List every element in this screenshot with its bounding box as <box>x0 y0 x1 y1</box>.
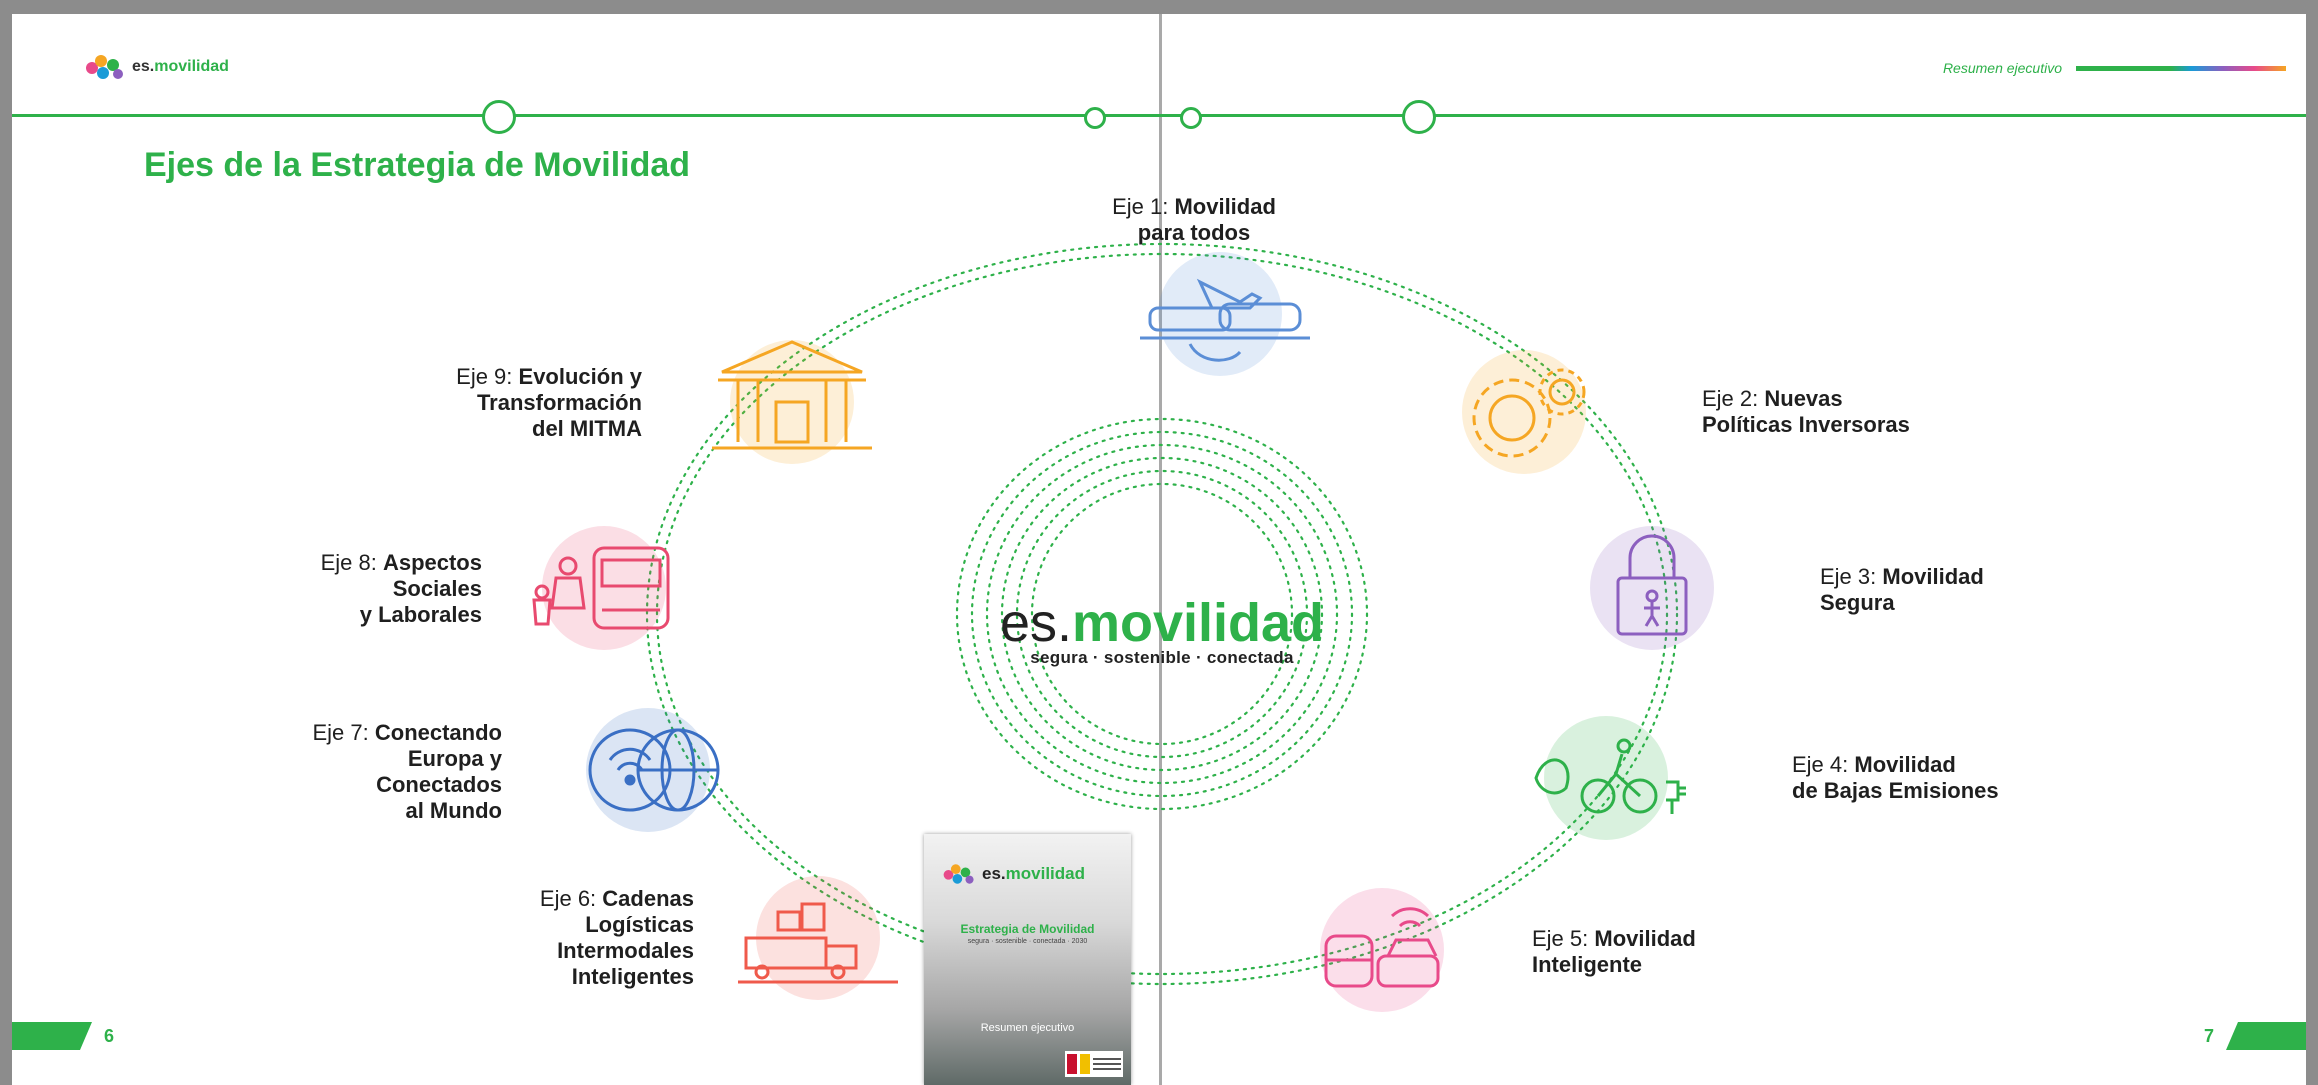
axis-title-line: Movilidad <box>1594 926 1696 951</box>
dotted-ring <box>655 252 1669 976</box>
axis-title-line: Movilidad <box>1174 194 1276 219</box>
axis-number: Eje 2: <box>1702 386 1765 411</box>
gears-icon <box>1462 350 1586 474</box>
axis-title-line: Sociales <box>392 576 482 601</box>
axis-number: Eje 7: <box>312 720 375 745</box>
axis-title-line: Segura <box>1820 590 1895 615</box>
axis-title-line: Movilidad <box>1854 752 1956 777</box>
axis-title-line: al Mundo <box>405 798 502 823</box>
axis-title-line: Nuevas <box>1764 386 1843 411</box>
axis-number: Eje 6: <box>539 886 603 911</box>
center-brand-movilidad: movilidad <box>1072 593 1325 653</box>
cover-summary: Resumen ejecutivo <box>980 1022 1075 1034</box>
axis-title-line: Políticas Inversoras <box>1702 412 1910 437</box>
axis-title-line: de Bajas Emisiones <box>1792 778 1999 803</box>
header-rule <box>12 114 2306 117</box>
building-icon <box>712 340 872 464</box>
axis-title-line: Conectados <box>376 772 502 797</box>
icon-badge <box>542 526 666 650</box>
document-spread: es.movilidad Resumen ejecutivo Ejes de l… <box>12 14 2306 1085</box>
axes-diagram <box>532 242 1714 1012</box>
globe-eu-icon <box>586 708 720 832</box>
cover-brand-es: es. <box>982 864 1006 883</box>
axis-title-line: Conectando <box>374 720 502 745</box>
axis-title-line: Inteligente <box>1532 952 1643 977</box>
dotted-ring <box>1030 482 1294 746</box>
axis-title-line: Intermodales <box>557 938 694 963</box>
icon-badge <box>1590 526 1714 650</box>
header-circle <box>1402 100 1436 134</box>
header-circle <box>1180 107 1202 129</box>
center-brand-es: es. <box>999 593 1072 653</box>
axis-number: Eje 8: <box>320 550 383 575</box>
section-label: Resumen ejecutivo <box>1942 60 2062 76</box>
brand-es: es. <box>132 58 155 75</box>
page-number-left: 6 <box>12 1022 114 1050</box>
dotted-ring <box>955 417 1369 811</box>
brand-movilidad: movilidad <box>154 58 229 75</box>
axis-number: Eje 4: <box>1792 752 1855 777</box>
cover-brand: es.movilidad <box>942 862 1085 886</box>
axis-title-line: Movilidad <box>1882 564 1984 589</box>
page-number: 6 <box>104 1025 115 1046</box>
dotted-ring <box>1000 456 1324 772</box>
axis-title-line: Aspectos <box>382 550 482 575</box>
header-circle <box>1084 107 1106 129</box>
train-plane-icon <box>1140 252 1310 376</box>
brand-logo-icon <box>943 864 974 884</box>
cover-brand-movilidad: movilidad <box>1005 864 1085 883</box>
dotted-ring <box>985 443 1339 785</box>
axis-title-line: Europa y <box>407 746 502 771</box>
center-tagline: segura · sostenible · conectada <box>1030 648 1294 667</box>
bike-leaf-icon <box>1534 716 1686 840</box>
page-gutter <box>1159 14 1162 1085</box>
axis-number: Eje 5: <box>1532 926 1595 951</box>
connected-vehicles-icon <box>1320 888 1444 1012</box>
cover-subtitle: segura · sostenible · conectada · 2030 <box>967 938 1088 945</box>
header-brand: es.movilidad <box>84 54 229 80</box>
cover-title: Estrategia de Movilidad <box>960 922 1095 936</box>
page-number-right: 7 <box>2204 1022 2306 1050</box>
dotted-ring <box>645 242 1679 986</box>
axis-title-line: Inteligentes <box>571 964 694 989</box>
icon-badge <box>1544 716 1668 840</box>
header-circle <box>482 100 516 134</box>
axis-title-line: Transformación <box>476 390 642 415</box>
icon-badge <box>1462 350 1586 474</box>
logistics-icon <box>738 876 898 1000</box>
cover-thumbnail[interactable]: es.movilidad Estrategia de Movilidad seg… <box>924 834 1131 1085</box>
center-logo: es.movilidad segura · sostenible · conec… <box>952 592 1372 668</box>
axis-number: Eje 9: <box>456 364 519 389</box>
dotted-ring <box>970 430 1354 798</box>
spain-government-logo <box>1065 1051 1123 1077</box>
axis-title-line: Logísticas <box>585 912 694 937</box>
axis-title-line: Cadenas <box>602 886 694 911</box>
page-number: 7 <box>2203 1025 2214 1046</box>
axis-number: Eje 1: <box>1112 194 1175 219</box>
section-header: Resumen ejecutivo <box>1943 60 2286 76</box>
page-title: Ejes de la Estrategia de Movilidad <box>144 146 691 184</box>
axis-icons <box>532 252 1714 1012</box>
axis-number: Eje 3: <box>1820 564 1883 589</box>
dotted-rings <box>645 242 1679 986</box>
axis-title-line: y Laborales <box>359 602 482 627</box>
axis-title-line: Evolución y <box>518 364 642 389</box>
axis-title-line: para todos <box>1137 220 1251 245</box>
icon-badge <box>1320 888 1444 1012</box>
family-bus-icon <box>532 526 670 650</box>
brand-logo-icon <box>86 55 123 79</box>
section-color-bar <box>2076 65 2286 71</box>
axis-title-line: del MITMA <box>532 416 642 441</box>
dotted-ring <box>1015 469 1309 759</box>
padlock-icon <box>1590 526 1714 650</box>
